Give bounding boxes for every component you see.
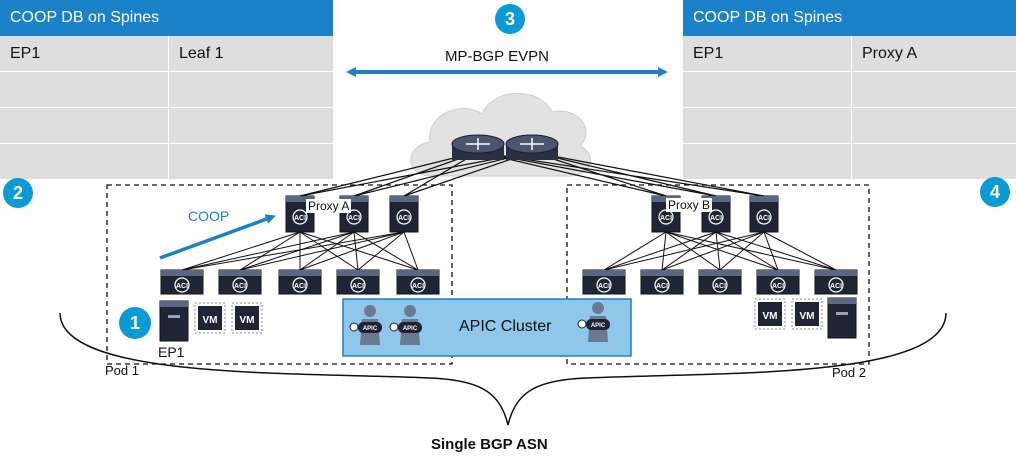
spine-switch-icon: ACI bbox=[749, 195, 779, 233]
pod2-boundary bbox=[566, 184, 870, 365]
table-row: EP1 Proxy A bbox=[683, 36, 1016, 72]
svg-text:ACI: ACI bbox=[294, 283, 306, 290]
svg-text:ACI: ACI bbox=[710, 215, 722, 222]
ipn-cloud-icon bbox=[410, 93, 592, 177]
step-badge-2: 2 bbox=[3, 178, 33, 208]
leaf-switch-icon: ACI bbox=[814, 269, 858, 295]
pod1-fabric-links bbox=[181, 231, 419, 271]
svg-text:ACI: ACI bbox=[714, 283, 726, 290]
table-cell bbox=[851, 72, 1016, 107]
step-badge-1: 1 bbox=[119, 307, 151, 339]
table-cell bbox=[168, 108, 333, 143]
table-cell bbox=[0, 108, 168, 143]
svg-text:VM: VM bbox=[800, 311, 815, 322]
svg-text:ACI: ACI bbox=[598, 283, 610, 290]
table-cell: EP1 bbox=[683, 36, 851, 71]
table-row bbox=[683, 72, 1016, 108]
leaf-switch-icon: ACI bbox=[336, 269, 380, 295]
svg-text:ACI: ACI bbox=[758, 215, 770, 222]
table-row bbox=[683, 144, 1016, 180]
single-asn-label: Single BGP ASN bbox=[431, 436, 548, 453]
table-row bbox=[0, 144, 333, 180]
pod2-label: Pod 2 bbox=[832, 365, 866, 380]
evpn-label: MP-BGP EVPN bbox=[445, 48, 549, 65]
svg-text:VM: VM bbox=[763, 311, 778, 322]
svg-text:APIC: APIC bbox=[591, 323, 606, 329]
step-badge-4: 4 bbox=[980, 177, 1010, 207]
table-cell bbox=[683, 72, 851, 107]
single-asn-brace bbox=[59, 312, 947, 426]
server-icon bbox=[827, 297, 857, 339]
table-row bbox=[683, 108, 1016, 144]
pod1-boundary bbox=[106, 184, 453, 365]
svg-text:ACI: ACI bbox=[352, 283, 364, 290]
coop-db-table-pod2: COOP DB on Spines EP1 Proxy A bbox=[683, 0, 1016, 180]
server-icon bbox=[159, 300, 189, 342]
table-cell: Leaf 1 bbox=[168, 36, 333, 71]
svg-text:ACI: ACI bbox=[348, 215, 360, 222]
apic-controller-icon: APIC bbox=[577, 302, 610, 342]
vm-icon: VM bbox=[754, 298, 786, 330]
leaf-switch-icon: ACI bbox=[160, 269, 204, 295]
step-badge-3: 3 bbox=[495, 4, 525, 34]
table-cell: EP1 bbox=[0, 36, 168, 71]
svg-text:VM: VM bbox=[203, 315, 218, 326]
table-cell bbox=[0, 144, 168, 179]
table-cell bbox=[0, 72, 168, 107]
svg-text:ACI: ACI bbox=[656, 283, 668, 290]
table-cell bbox=[168, 72, 333, 107]
pod2-fabric-links bbox=[603, 231, 837, 271]
proxy-a-label: Proxy A bbox=[306, 199, 352, 213]
table-cell bbox=[683, 108, 851, 143]
pod1-label: Pod 1 bbox=[105, 363, 139, 378]
apic-controller-icon: APIC bbox=[389, 305, 422, 345]
coop-db-table-pod1: COOP DB on Spines EP1 Leaf 1 bbox=[0, 0, 333, 180]
table-cell bbox=[168, 144, 333, 179]
ipn-router-icon bbox=[451, 134, 505, 160]
table-row: EP1 Leaf 1 bbox=[0, 36, 333, 72]
table-cell bbox=[851, 108, 1016, 143]
svg-text:ACI: ACI bbox=[412, 283, 424, 290]
svg-text:ACI: ACI bbox=[660, 215, 672, 222]
leaf-switch-icon: ACI bbox=[218, 269, 262, 295]
svg-text:ACI: ACI bbox=[234, 283, 246, 290]
table-row bbox=[0, 108, 333, 144]
svg-text:APIC: APIC bbox=[363, 326, 378, 332]
table-cell: Proxy A bbox=[851, 36, 1016, 71]
apic-cluster-label: APIC Cluster bbox=[459, 318, 552, 335]
table-cell bbox=[851, 144, 1016, 179]
svg-text:VM: VM bbox=[240, 315, 255, 326]
coop-label: COOP bbox=[188, 208, 230, 224]
leaf-switch-icon: ACI bbox=[698, 269, 742, 295]
leaf-switch-icon: ACI bbox=[278, 269, 322, 295]
leaf-switch-icon: ACI bbox=[582, 269, 626, 295]
table-title: COOP DB on Spines bbox=[0, 0, 333, 36]
svg-text:ACI: ACI bbox=[398, 215, 410, 222]
table-cell bbox=[683, 144, 851, 179]
apic-controller-icon: APIC bbox=[349, 305, 382, 345]
leaf-switch-icon: ACI bbox=[756, 269, 800, 295]
table-title: COOP DB on Spines bbox=[683, 0, 1016, 36]
proxy-b-label: Proxy B bbox=[666, 198, 713, 212]
vm-icon: VM bbox=[231, 302, 263, 334]
spine-switch-icon: ACI bbox=[389, 195, 419, 233]
coop-arrow bbox=[159, 214, 276, 260]
vm-icon: VM bbox=[791, 298, 823, 330]
leaf-switch-icon: ACI bbox=[640, 269, 684, 295]
svg-text:ACI: ACI bbox=[830, 283, 842, 290]
leaf-switch-icon: ACI bbox=[396, 269, 440, 295]
ep1-label: EP1 bbox=[158, 344, 185, 360]
vm-icon: VM bbox=[194, 302, 226, 334]
table-row bbox=[0, 72, 333, 108]
svg-text:ACI: ACI bbox=[772, 283, 784, 290]
svg-text:ACI: ACI bbox=[294, 215, 306, 222]
svg-text:ACI: ACI bbox=[176, 283, 188, 290]
spine-switch-icon: ACI bbox=[285, 195, 315, 233]
ipn-router-icon bbox=[505, 134, 559, 160]
svg-text:APIC: APIC bbox=[403, 326, 418, 332]
